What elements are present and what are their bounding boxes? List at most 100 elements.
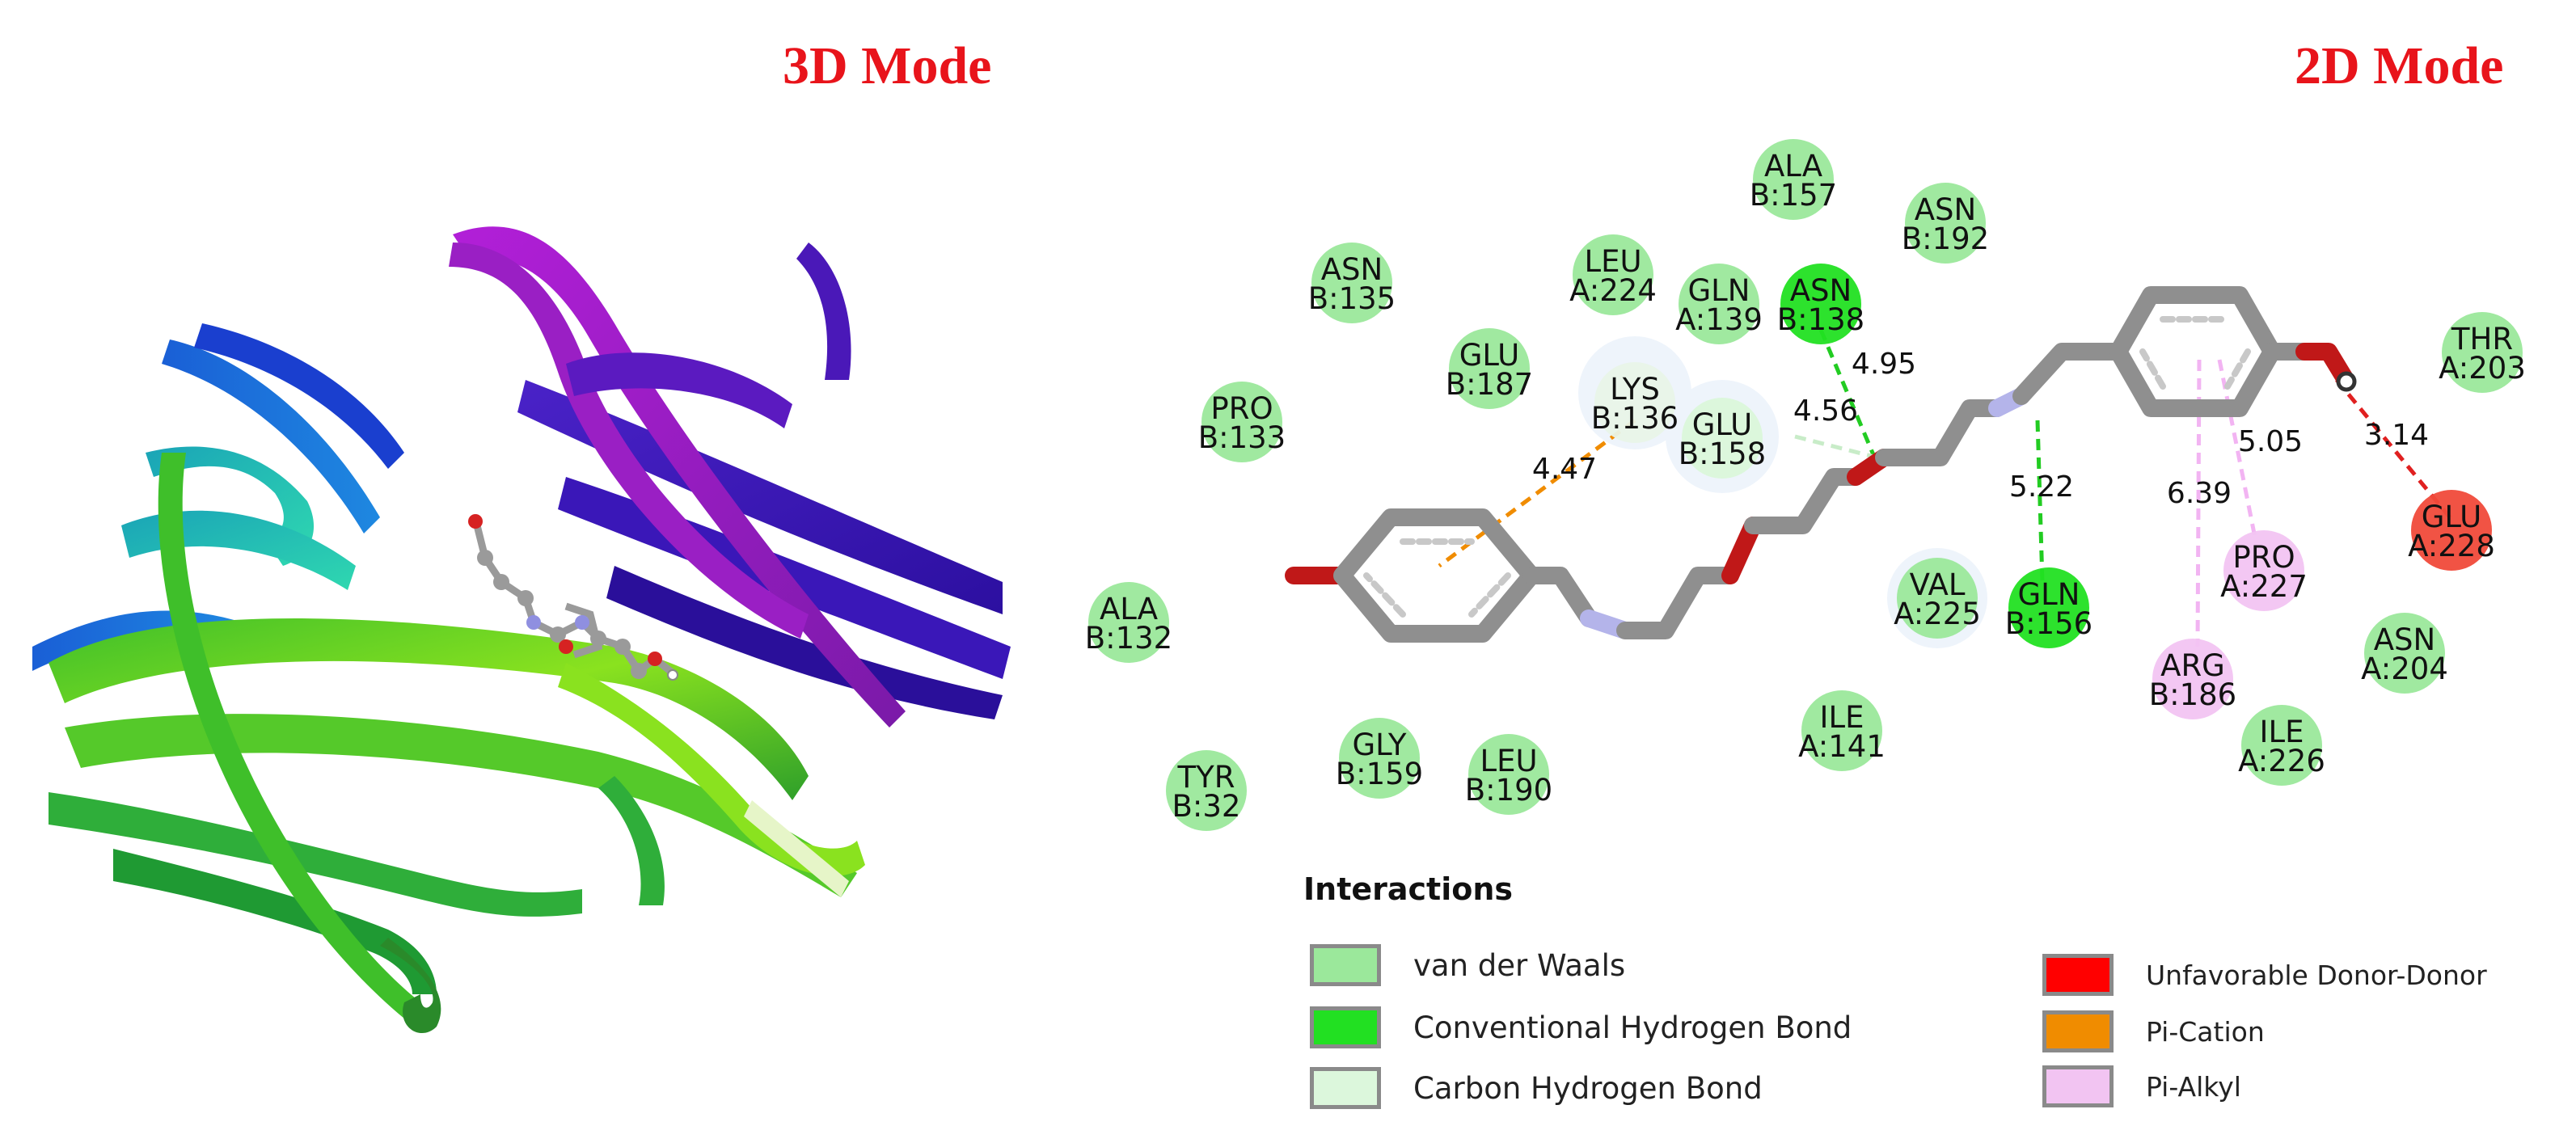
residue-disc (2008, 567, 2089, 648)
legend-swatch-van-der-waals (1310, 944, 1381, 986)
residue-disc (1468, 734, 1549, 815)
distance-label: 3.14 (2364, 419, 2429, 452)
residue-name: VAL (1910, 567, 1966, 602)
residue-chain-id: B:159 (1336, 757, 1423, 791)
legend-item-pi-alkyl: Pi-Alkyl (2042, 1065, 2241, 1107)
residue-chain-id: A:139 (1675, 302, 1763, 337)
residue-chain-id: B:158 (1679, 437, 1766, 471)
residue-disc (1682, 398, 1763, 479)
residue-name: ILE (2260, 715, 2304, 749)
residue-name: GLU (2422, 500, 2482, 534)
residue-chain-id: A:204 (2361, 652, 2448, 686)
residue-disc (1311, 243, 1392, 323)
residue-chain-id: B:132 (1085, 621, 1172, 656)
residue-disc (1801, 690, 1882, 771)
ligand-3d-atoms (468, 514, 678, 681)
legend-label-pi-alkyl: Pi-Alkyl (2146, 1070, 2241, 1103)
residue-disc (1088, 582, 1169, 663)
residue-name: ILE (1820, 700, 1864, 735)
distance-label: 4.47 (1532, 453, 1597, 486)
legend-item-carbon-hydrogen-bond: Carbon Hydrogen Bond (1310, 1067, 1763, 1109)
residue-chain-id: A:141 (1798, 729, 1886, 764)
residue-chain-id: A:228 (2408, 529, 2495, 563)
legend-swatch-carbon-hydrogen-bond (1310, 1067, 1381, 1109)
residue-chain-id: B:32 (1172, 789, 1241, 824)
residue-chain-id: A:225 (1894, 597, 1981, 631)
legend-swatch-conventional-hydrogen-bond (1310, 1006, 1381, 1048)
residue-chain-id: B:187 (1446, 367, 1533, 402)
residue-chain-id: A:226 (2238, 744, 2325, 778)
residue-disc (1905, 183, 1986, 264)
residue-chain-id: B:190 (1465, 773, 1552, 808)
residue-disc (1753, 139, 1834, 220)
residue-name: GLN (1688, 273, 1750, 308)
residue-disc (1780, 264, 1861, 344)
distance-label: 4.95 (1852, 348, 1916, 381)
residue-name: ALA (1764, 149, 1822, 183)
distance-label: 5.05 (2238, 425, 2303, 458)
residue-chain-id: B:157 (1750, 178, 1837, 213)
residue-disc (1573, 234, 1653, 315)
residue-chain-id: B:138 (1777, 302, 1864, 337)
residue-name: ASN (1915, 192, 1976, 227)
residue-name: PRO (1210, 391, 1273, 426)
pi-alkyl-pro-227-line (2217, 359, 2258, 542)
residue-disc (1897, 558, 1978, 639)
residue-name: ASN (1321, 252, 1383, 287)
residue-chain-id: B:186 (2149, 677, 2236, 712)
residue-disc (2411, 490, 2492, 571)
protein-ribbon (32, 226, 1011, 1034)
residue-name: GLY (1353, 728, 1407, 762)
residue-disc (1201, 382, 1282, 462)
residue-name: GLU (1459, 338, 1520, 373)
distance-label: 5.22 (2009, 470, 2074, 504)
legend-label-van-der-waals: van der Waals (1413, 947, 1626, 983)
residue-chain-id: B:136 (1591, 401, 1679, 436)
legend-swatch-pi-cation (2042, 1010, 2114, 1052)
legend-label-carbon-hydrogen-bond: Carbon Hydrogen Bond (1413, 1070, 1763, 1106)
legend-swatch-unfavorable-donor-donor (2042, 954, 2114, 996)
residue-chain-id: B:192 (1902, 221, 1989, 256)
residue-chain-id: A:203 (2439, 351, 2526, 386)
legend-item-van-der-waals: van der Waals (1310, 944, 1625, 986)
residue-name: ALA (1100, 592, 1158, 626)
residue-chain-id: B:156 (2005, 606, 2092, 641)
residue-disc (2152, 639, 2233, 719)
ligand-2d (1285, 286, 2357, 643)
residue-name: TYR (1177, 760, 1235, 795)
residue-chain-id: B:135 (1308, 281, 1396, 316)
donor-donor-glu-228-line (2335, 378, 2451, 519)
residue-name: LEU (1584, 244, 1641, 279)
title-3d-mode: 3D Mode (783, 36, 992, 95)
residue-disc (2241, 705, 2322, 786)
legend-label-unfavorable-donor-donor: Unfavorable Donor-Donor (2146, 959, 2487, 991)
legend-title: Interactions (1303, 871, 1514, 907)
legend-item-pi-cation: Pi-Cation (2042, 1010, 2265, 1052)
distance-layer: 4.954.564.475.225.056.393.14 (1532, 348, 2429, 510)
residue-disc (2364, 613, 2445, 694)
residue-name: GLN (2018, 577, 2080, 612)
hbond-gln-156-line (2035, 420, 2045, 583)
legend-label-pi-cation: Pi-Cation (2146, 1015, 2265, 1048)
